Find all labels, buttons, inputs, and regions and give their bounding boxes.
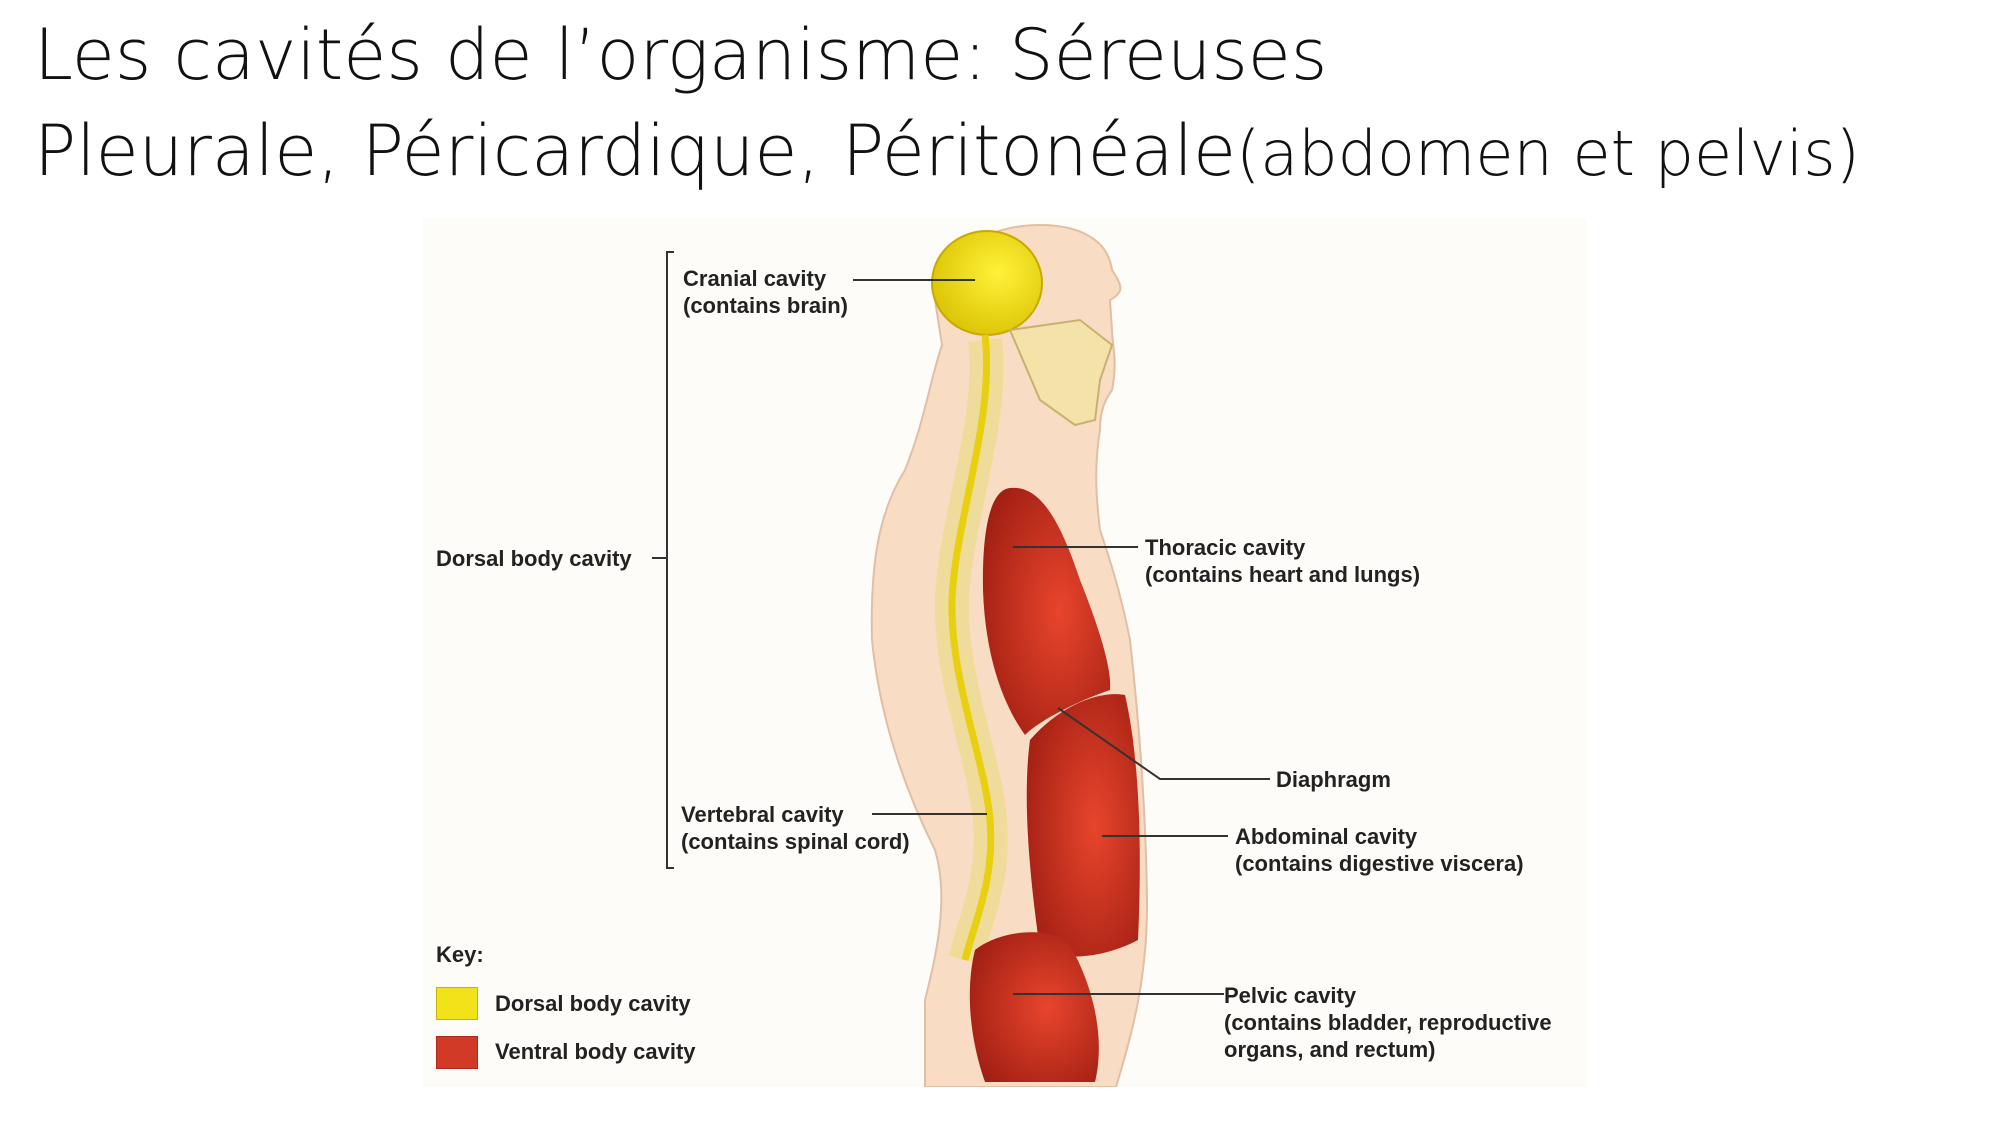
pelvic-cavity-shape <box>969 932 1099 1082</box>
slide-title-line1: Les cavités de l’organisme: Séreuses <box>34 14 1328 96</box>
body-cavities-diagram: Cranial cavity(contains brain) Dorsal bo… <box>423 218 1587 1087</box>
abdominal-cavity-label: Abdominal cavity(contains digestive visc… <box>1235 824 1524 876</box>
thoracic-cavity-shape <box>982 487 1111 735</box>
thoracic-cavity-label: Thoracic cavity(contains heart and lungs… <box>1145 535 1421 587</box>
title-serous-list: Pleurale, Péricardique, Péritonéale <box>34 110 1237 192</box>
skull-face <box>1008 318 1114 427</box>
slide-title-line2: Pleurale, Péricardique, Péritonéale(abdo… <box>34 110 1860 192</box>
key-label-ventral: Ventral body cavity <box>495 1039 696 1064</box>
abdominal-cavity-shape <box>1026 694 1140 957</box>
cranial-cavity-label: Cranial cavity(contains brain) <box>683 266 849 318</box>
key-swatch-dorsal <box>436 987 478 1020</box>
pelvic-cavity-label: Pelvic cavity(contains bladder, reproduc… <box>1224 983 1552 1062</box>
diaphragm-label: Diaphragm <box>1276 767 1391 792</box>
vertebral-cavity-label: Vertebral cavity(contains spinal cord) <box>681 802 910 854</box>
key-title: Key: <box>436 942 484 967</box>
anatomy-illustration <box>652 223 1270 1087</box>
dorsal-body-cavity-label: Dorsal body cavity <box>436 546 632 571</box>
key-label-dorsal: Dorsal body cavity <box>495 991 691 1016</box>
spinal-cord <box>948 334 995 961</box>
cranial-cavity-shape <box>931 230 1043 336</box>
leader-lines <box>652 251 1270 995</box>
key-swatch-ventral <box>436 1036 478 1069</box>
title-parenthetical: (abdomen et pelvis) <box>1236 117 1860 190</box>
